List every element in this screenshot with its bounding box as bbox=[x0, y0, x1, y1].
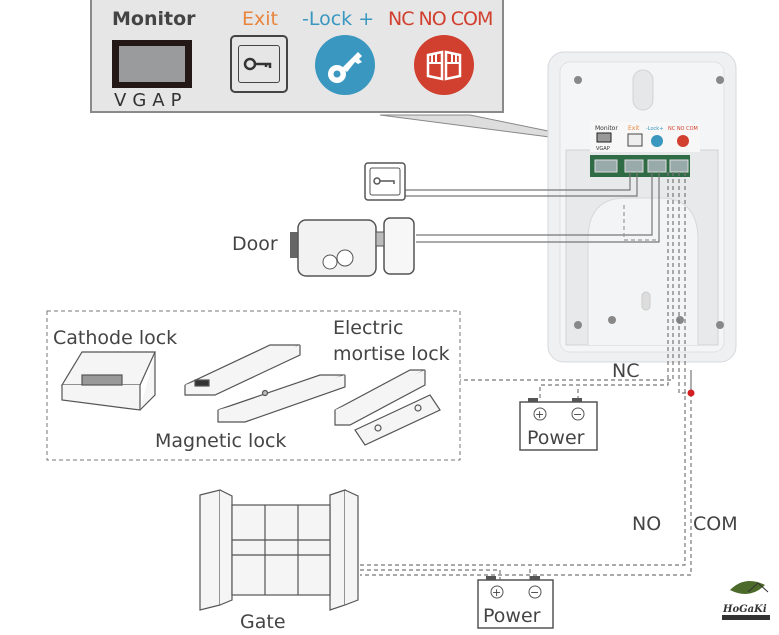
callout-panel: Monitor VGAP Exit -Lock + NC NO COM bbox=[90, 0, 504, 113]
power-label: Power bbox=[527, 427, 585, 449]
wires bbox=[360, 172, 692, 580]
cathode-lock-icon bbox=[60, 351, 156, 411]
no-label: NO bbox=[632, 513, 661, 535]
monitor-label: Monitor bbox=[112, 8, 196, 30]
hogaki-logo: HoGaKi bbox=[722, 581, 770, 620]
door-lock-device bbox=[290, 217, 415, 277]
power-supply-gate: + − Power bbox=[477, 576, 554, 629]
door-label: Door bbox=[232, 233, 278, 255]
mortise-lock-label-1: Electric bbox=[333, 317, 403, 339]
exit-button-device bbox=[364, 162, 406, 201]
nc-label: NC bbox=[612, 360, 639, 382]
svg-text:−: − bbox=[530, 586, 539, 599]
gate-label: Gate bbox=[240, 611, 286, 633]
svg-text:VGAP: VGAP bbox=[596, 146, 610, 152]
power-label: Power bbox=[483, 605, 541, 627]
svg-text:Monitor: Monitor bbox=[595, 125, 618, 132]
junction-dot bbox=[687, 389, 695, 397]
svg-text:+: + bbox=[492, 586, 501, 599]
gate-relay-icon bbox=[414, 35, 474, 95]
gate-device bbox=[199, 489, 359, 611]
exit-key-icon bbox=[230, 35, 288, 93]
lock-label: -Lock + bbox=[302, 8, 375, 30]
svg-text:Exit: Exit bbox=[628, 125, 640, 132]
mortise-lock-label-2: mortise lock bbox=[333, 343, 450, 365]
lock-options-box bbox=[46, 310, 461, 461]
relay-label: NC NO COM bbox=[388, 8, 493, 30]
svg-text:-Lock+: -Lock+ bbox=[646, 126, 663, 132]
svg-text:−: − bbox=[573, 408, 582, 421]
monitor-pins-label: VGAP bbox=[114, 90, 188, 111]
svg-text:+: + bbox=[535, 408, 544, 421]
exit-label: Exit bbox=[242, 8, 278, 30]
magnetic-lock-label: Magnetic lock bbox=[155, 430, 286, 452]
monitor-port-icon bbox=[112, 40, 192, 88]
mortise-lock-icon bbox=[334, 369, 441, 446]
magnetic-lock-icon bbox=[184, 344, 346, 423]
power-supply-lock: + − Power bbox=[519, 398, 598, 451]
doorbell-panel: Monitor VGAP Exit -Lock+ NC NO COM bbox=[547, 51, 737, 363]
svg-text:NC NO COM: NC NO COM bbox=[668, 126, 698, 132]
com-label: COM bbox=[693, 513, 738, 535]
svg-text:HoGaKi: HoGaKi bbox=[722, 604, 767, 615]
lock-key-icon bbox=[315, 35, 375, 95]
cathode-lock-label: Cathode lock bbox=[53, 327, 177, 349]
